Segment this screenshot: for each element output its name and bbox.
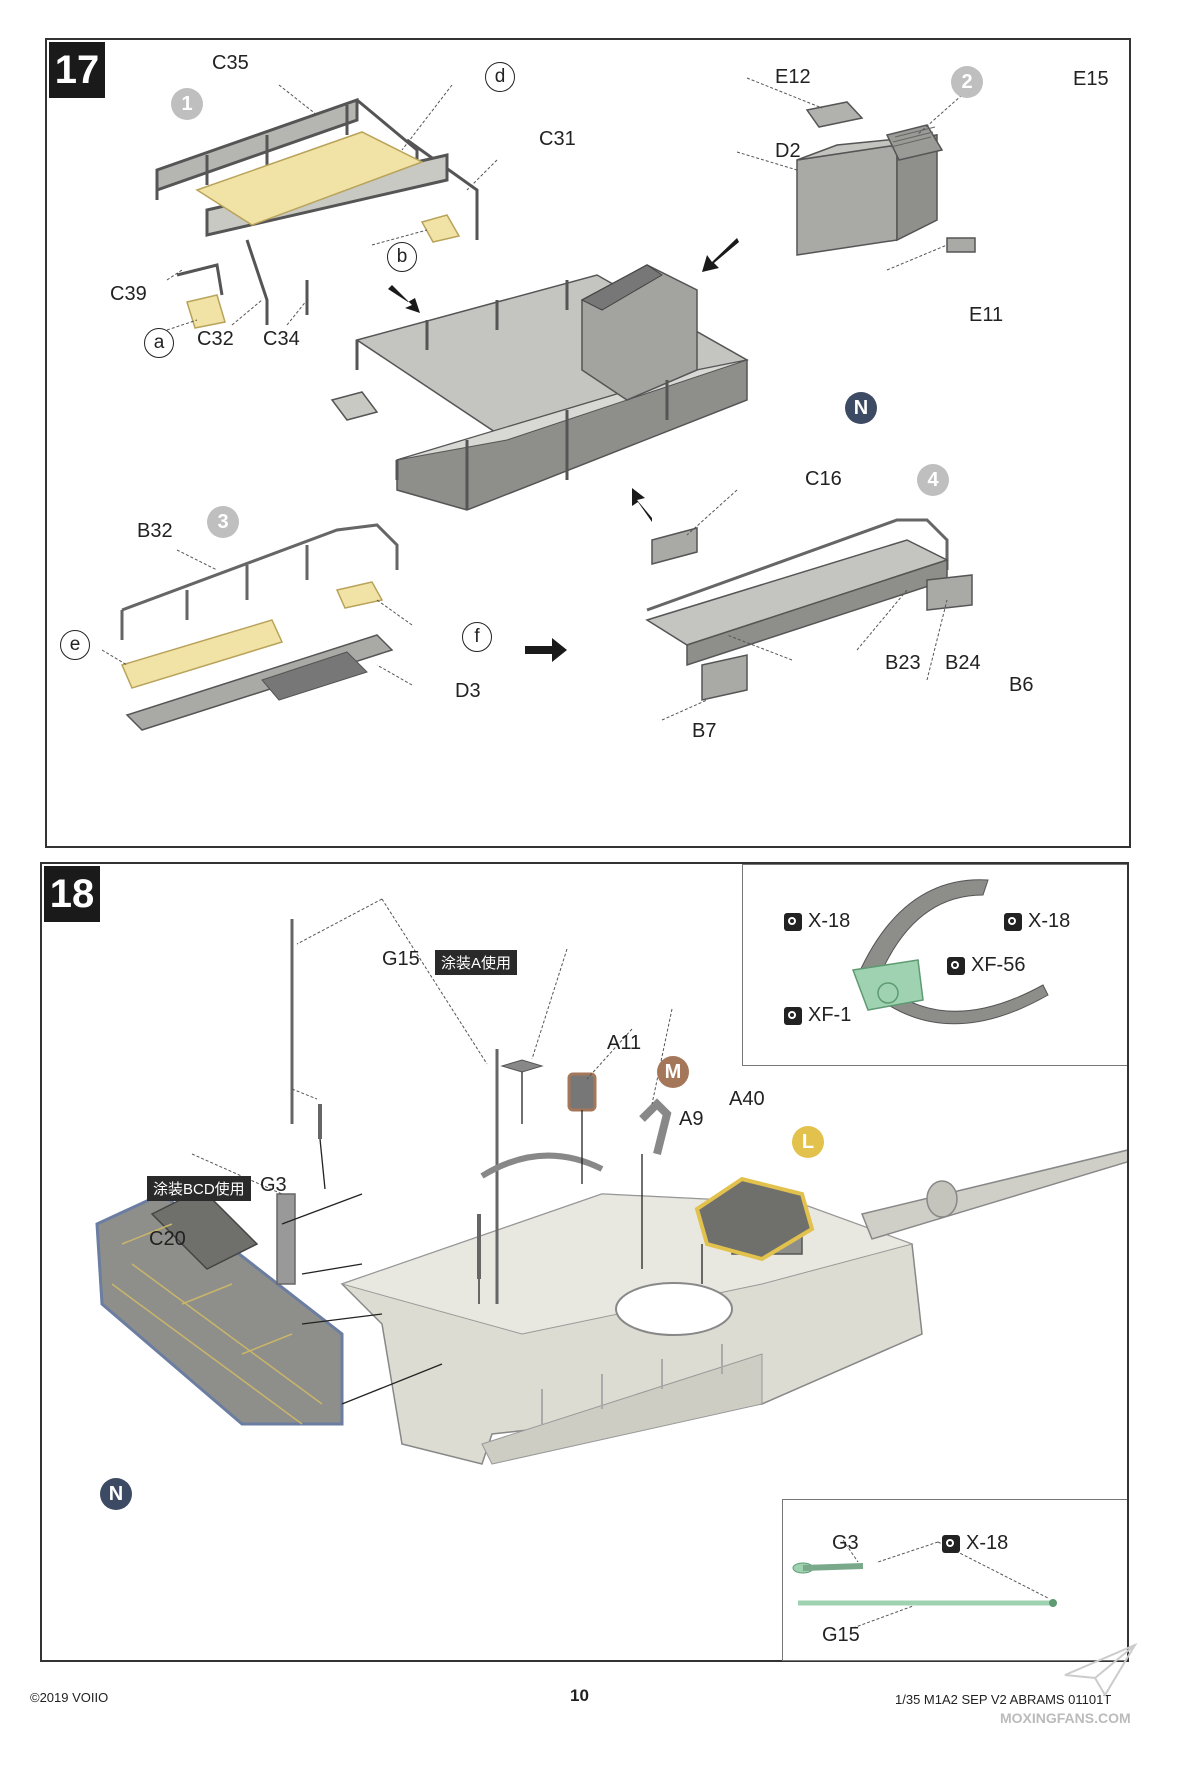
step-18-number: 18 <box>44 866 100 922</box>
paint-xf1: XF-1 <box>784 1004 851 1027</box>
paint-inset-top <box>742 864 1127 1066</box>
part-a11 <box>500 1059 544 1073</box>
paint-x18-top-left: X-18 <box>784 910 850 933</box>
part-ring <box>480 1152 604 1179</box>
substep-2: 2 <box>951 66 983 98</box>
label-e11: E11 <box>969 304 1004 326</box>
label-c35: C35 <box>212 52 249 74</box>
label-c39: C39 <box>110 283 147 305</box>
photo-etch-plate-f <box>335 581 384 609</box>
circle-d: d <box>485 62 515 92</box>
photo-etch-plate-d <box>195 131 424 226</box>
label-d3: D3 <box>455 680 481 702</box>
paint-x18-label-1: X-18 <box>808 910 851 932</box>
sub3-side-rail <box>120 523 399 731</box>
footer-page-number: 10 <box>570 1686 589 1705</box>
turret-ring-diagram <box>851 879 1049 1025</box>
label-a40: A40 <box>729 1088 765 1110</box>
bustle-rack-n <box>95 1188 344 1426</box>
label-c20: C20 <box>149 1228 186 1250</box>
arrow-to-main-1 <box>388 285 420 313</box>
sub4-side-rail <box>645 518 973 701</box>
circle-f: f <box>462 622 492 652</box>
photo-etch-plate-e <box>120 619 284 689</box>
label-e15: E15 <box>1073 68 1109 90</box>
label-c34: C34 <box>263 328 300 350</box>
circle-e: e <box>60 630 90 660</box>
paint-icon <box>784 1006 802 1025</box>
step-18-panel: 18 <box>40 862 1129 1662</box>
inset-label-g15: G15 <box>822 1624 860 1646</box>
paint-icon <box>784 912 802 931</box>
footer-title: 1/35 M1A2 SEP V2 ABRAMS 01101T <box>895 1692 1112 1707</box>
turret <box>340 1193 923 1465</box>
sub1-rail-assembly <box>155 97 479 325</box>
part-a40 <box>639 1098 672 1155</box>
antenna-detail <box>792 1539 1057 1629</box>
circle-b: b <box>387 242 417 272</box>
paint-icon <box>1004 912 1022 931</box>
label-b6: B6 <box>1009 674 1034 696</box>
badge-n-step17: N <box>845 392 877 424</box>
sub2-storage-box <box>796 101 976 256</box>
label-a9: A9 <box>679 1108 704 1130</box>
step-17-illustration <box>101 77 976 731</box>
label-b7: B7 <box>692 720 717 742</box>
tag-scheme-a: 涂装A使用 <box>435 950 518 975</box>
label-e12: E12 <box>775 66 811 88</box>
part-c20 <box>276 1193 296 1285</box>
label-b23: B23 <box>885 652 921 674</box>
badge-l: L <box>792 1126 824 1158</box>
footer-watermark: MOXINGFANS.COM <box>1000 1710 1131 1726</box>
substep-1: 1 <box>171 88 203 120</box>
main-bustle-rack <box>330 264 749 511</box>
label-g15: G15 <box>382 948 420 970</box>
paint-x18-inset: X-18 <box>942 1532 1008 1555</box>
label-g3: G3 <box>260 1174 287 1196</box>
paint-xf56-label: XF-56 <box>971 954 1026 976</box>
circle-a: a <box>144 328 174 358</box>
badge-m: M <box>657 1056 689 1088</box>
paint-icon <box>942 1534 960 1553</box>
photo-etch-plate-a <box>186 294 226 329</box>
substep-3: 3 <box>207 506 239 538</box>
step-17-number: 17 <box>49 42 105 98</box>
arrow-sub3-to-sub4 <box>525 638 567 662</box>
arrow-to-main-2 <box>702 238 739 272</box>
part-l-highlight <box>694 1176 815 1262</box>
inset-label-g3: G3 <box>832 1532 859 1554</box>
label-c16: C16 <box>805 468 842 490</box>
paint-x18-label-2: X-18 <box>1028 910 1071 932</box>
footer-copyright: ©2019 VOIIO <box>30 1690 109 1705</box>
paint-x18-label-3: X-18 <box>966 1532 1009 1554</box>
part-a9 <box>567 1072 597 1112</box>
paint-inset-bottom <box>782 1499 1127 1661</box>
paint-icon <box>947 956 965 975</box>
arrow-to-main-3 <box>632 488 652 522</box>
substep-4: 4 <box>917 464 949 496</box>
tag-scheme-bcd: 涂装BCD使用 <box>147 1176 251 1201</box>
badge-n-step18: N <box>100 1478 132 1510</box>
gun-barrel <box>860 1149 1127 1240</box>
label-b24: B24 <box>945 652 981 674</box>
paint-xf1-label: XF-1 <box>808 1004 852 1026</box>
label-d2: D2 <box>775 140 801 162</box>
paint-xf56: XF-56 <box>947 954 1025 977</box>
step-17-panel: 17 <box>45 38 1131 848</box>
photo-etch-plate-b <box>420 214 461 243</box>
label-b32: B32 <box>137 520 173 542</box>
paint-x18-top-right: X-18 <box>1004 910 1070 933</box>
label-c32: C32 <box>197 328 234 350</box>
watermark-plane-icon <box>1064 1642 1138 1697</box>
label-c31: C31 <box>539 128 576 150</box>
label-a11: A11 <box>607 1032 642 1054</box>
